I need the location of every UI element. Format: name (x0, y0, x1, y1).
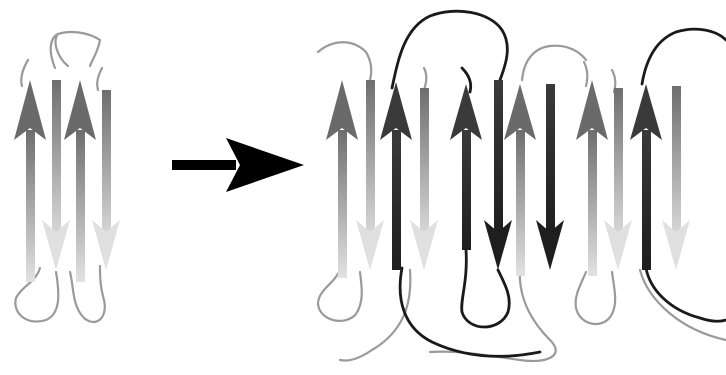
left-top-link (56, 34, 68, 66)
right-loop-g (576, 272, 616, 324)
right-loop-h (584, 62, 587, 86)
left-strands (14, 80, 120, 282)
left-strand-1 (14, 80, 46, 282)
right-strand-8 (536, 84, 564, 270)
right-loop-a (318, 42, 371, 80)
transition-arrow (172, 138, 304, 192)
right-strand-10 (604, 88, 632, 270)
right-strand-12 (662, 86, 690, 270)
right-strand-5 (450, 84, 482, 250)
right-strand-3 (380, 82, 412, 270)
right-strand-2 (356, 80, 384, 270)
right-dark-loop-a (392, 11, 507, 88)
left-top-tail-a (21, 60, 28, 86)
right-dark-loop-e (642, 29, 726, 84)
right-strands (326, 80, 690, 278)
right-dark-loop-c (462, 250, 510, 327)
right-strand-9 (576, 80, 608, 276)
right-strand-6 (484, 80, 512, 270)
right-strand-4 (410, 88, 438, 270)
right-loop-c (424, 68, 426, 90)
left-top-tail-b (97, 68, 102, 90)
right-strand-11 (630, 84, 662, 270)
right-loop-e (522, 46, 586, 80)
right-strand-1 (326, 80, 358, 278)
right-strand-7 (504, 84, 536, 276)
right-dark-loop-f (646, 268, 726, 321)
left-strand-3 (64, 80, 96, 282)
left-bottom-loop-b (70, 266, 105, 322)
right-loop-j (640, 270, 726, 340)
left-strand-2 (42, 80, 70, 270)
left-bottom-loop-a (15, 268, 58, 322)
left-strand-4 (92, 90, 120, 270)
